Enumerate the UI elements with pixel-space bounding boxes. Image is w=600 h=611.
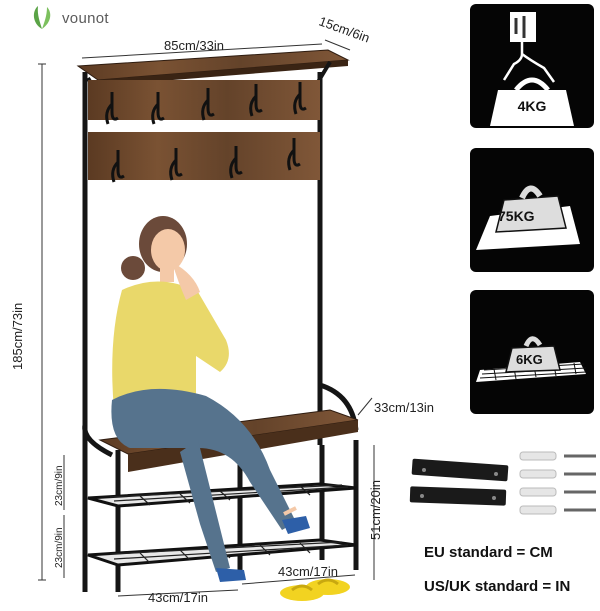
bench-height-label: 51cm/20in [368, 480, 383, 540]
seated-person [111, 216, 310, 582]
yellow-slippers [280, 578, 350, 601]
shelf-upper-label: 23cm/9in [54, 465, 65, 506]
hook-load-panel: 4KG [470, 4, 594, 128]
eu-standard-note: EU standard = CM [424, 544, 553, 561]
bench-load-value: 75KG [498, 208, 535, 224]
width-label: 85cm/33in [164, 38, 224, 53]
rack-weight-icon [476, 336, 587, 382]
shoe-rack-load-panel: 6KG [470, 290, 594, 414]
rack-load-value: 6KG [516, 352, 543, 367]
us-standard-note: US/UK standard = IN [424, 578, 571, 595]
leaf-icon [33, 6, 51, 29]
brand-logo: vounot [30, 5, 109, 31]
height-label: 185cm/73in [10, 302, 25, 370]
hooks [105, 82, 307, 183]
hook-rail-lower [88, 132, 320, 180]
shoe-rack-upper [87, 482, 357, 508]
bench-load-panel: 75KG [470, 148, 594, 272]
brand-name: vounot [62, 9, 109, 27]
right-compartment-label: 43cm/17in [278, 564, 338, 579]
bench-weight-icon [476, 185, 580, 250]
mounting-straps [409, 458, 509, 506]
bench-depth-label: 33cm/13in [374, 400, 434, 415]
shelf-lower-label: 23cm/9in [54, 527, 65, 568]
left-compartment-label: 43cm/17in [148, 590, 208, 605]
hook-weight-icon [490, 12, 574, 126]
hook-load-value: 4KG [517, 98, 547, 114]
dimension-lines [38, 39, 375, 597]
wall-anchors-and-screws [519, 451, 596, 515]
